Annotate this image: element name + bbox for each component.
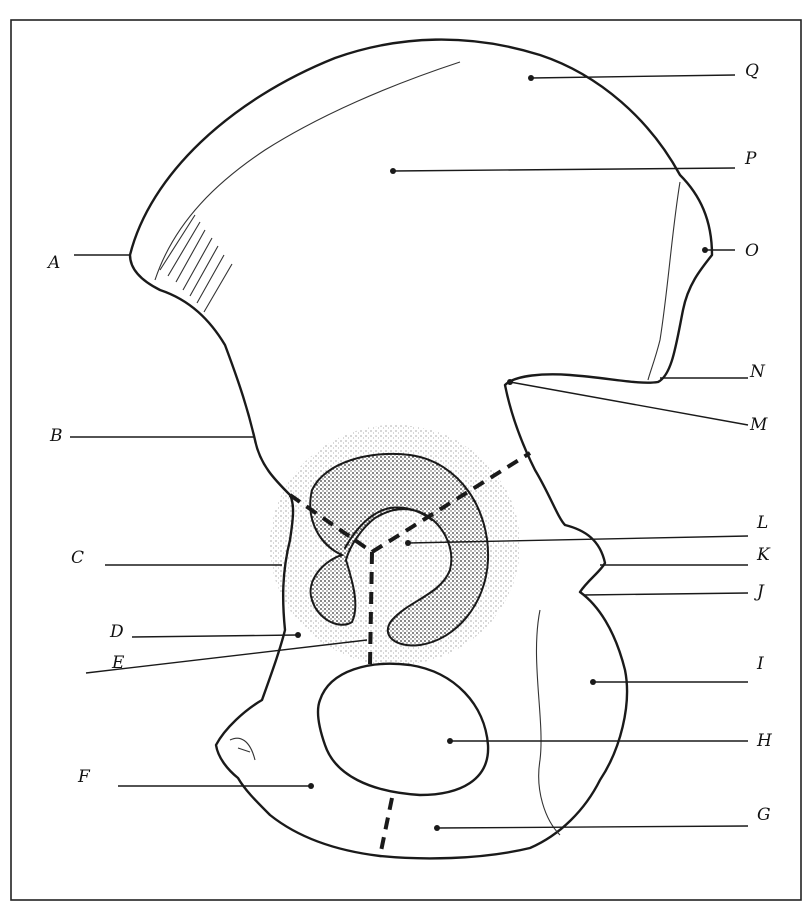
- label-E: E: [111, 653, 125, 673]
- hatch-left: [160, 215, 232, 312]
- label-B: B: [49, 426, 63, 446]
- label-D: D: [109, 622, 124, 642]
- label-N: N: [749, 362, 766, 382]
- label-I: I: [756, 654, 764, 674]
- label-H: H: [756, 731, 773, 751]
- label-O: O: [745, 241, 759, 261]
- label-G: G: [757, 805, 771, 825]
- label-P: P: [744, 149, 757, 169]
- ischial-contour: [536, 610, 560, 835]
- leader-F: [118, 783, 314, 789]
- leader-D: [132, 632, 301, 638]
- leader-G: [434, 825, 748, 831]
- leader-H: [447, 738, 748, 744]
- leader-J: [583, 593, 748, 595]
- leader-I: [590, 679, 748, 685]
- label-L: L: [756, 513, 768, 533]
- label-M: M: [749, 415, 768, 435]
- leader-P: [390, 168, 735, 174]
- label-J: J: [754, 582, 765, 602]
- label-Q: Q: [745, 61, 759, 81]
- leader-O: [702, 247, 735, 253]
- label-A: A: [46, 253, 60, 273]
- label-F: F: [77, 767, 91, 787]
- label-C: C: [71, 548, 84, 568]
- spine-texture: [230, 738, 255, 760]
- label-K: K: [756, 545, 771, 565]
- leader-Q: [528, 75, 735, 81]
- obturator-foramen: [318, 664, 488, 795]
- ischio-pubic-dash: [380, 798, 392, 856]
- leader-E: [86, 640, 367, 673]
- leader-M: [507, 379, 748, 425]
